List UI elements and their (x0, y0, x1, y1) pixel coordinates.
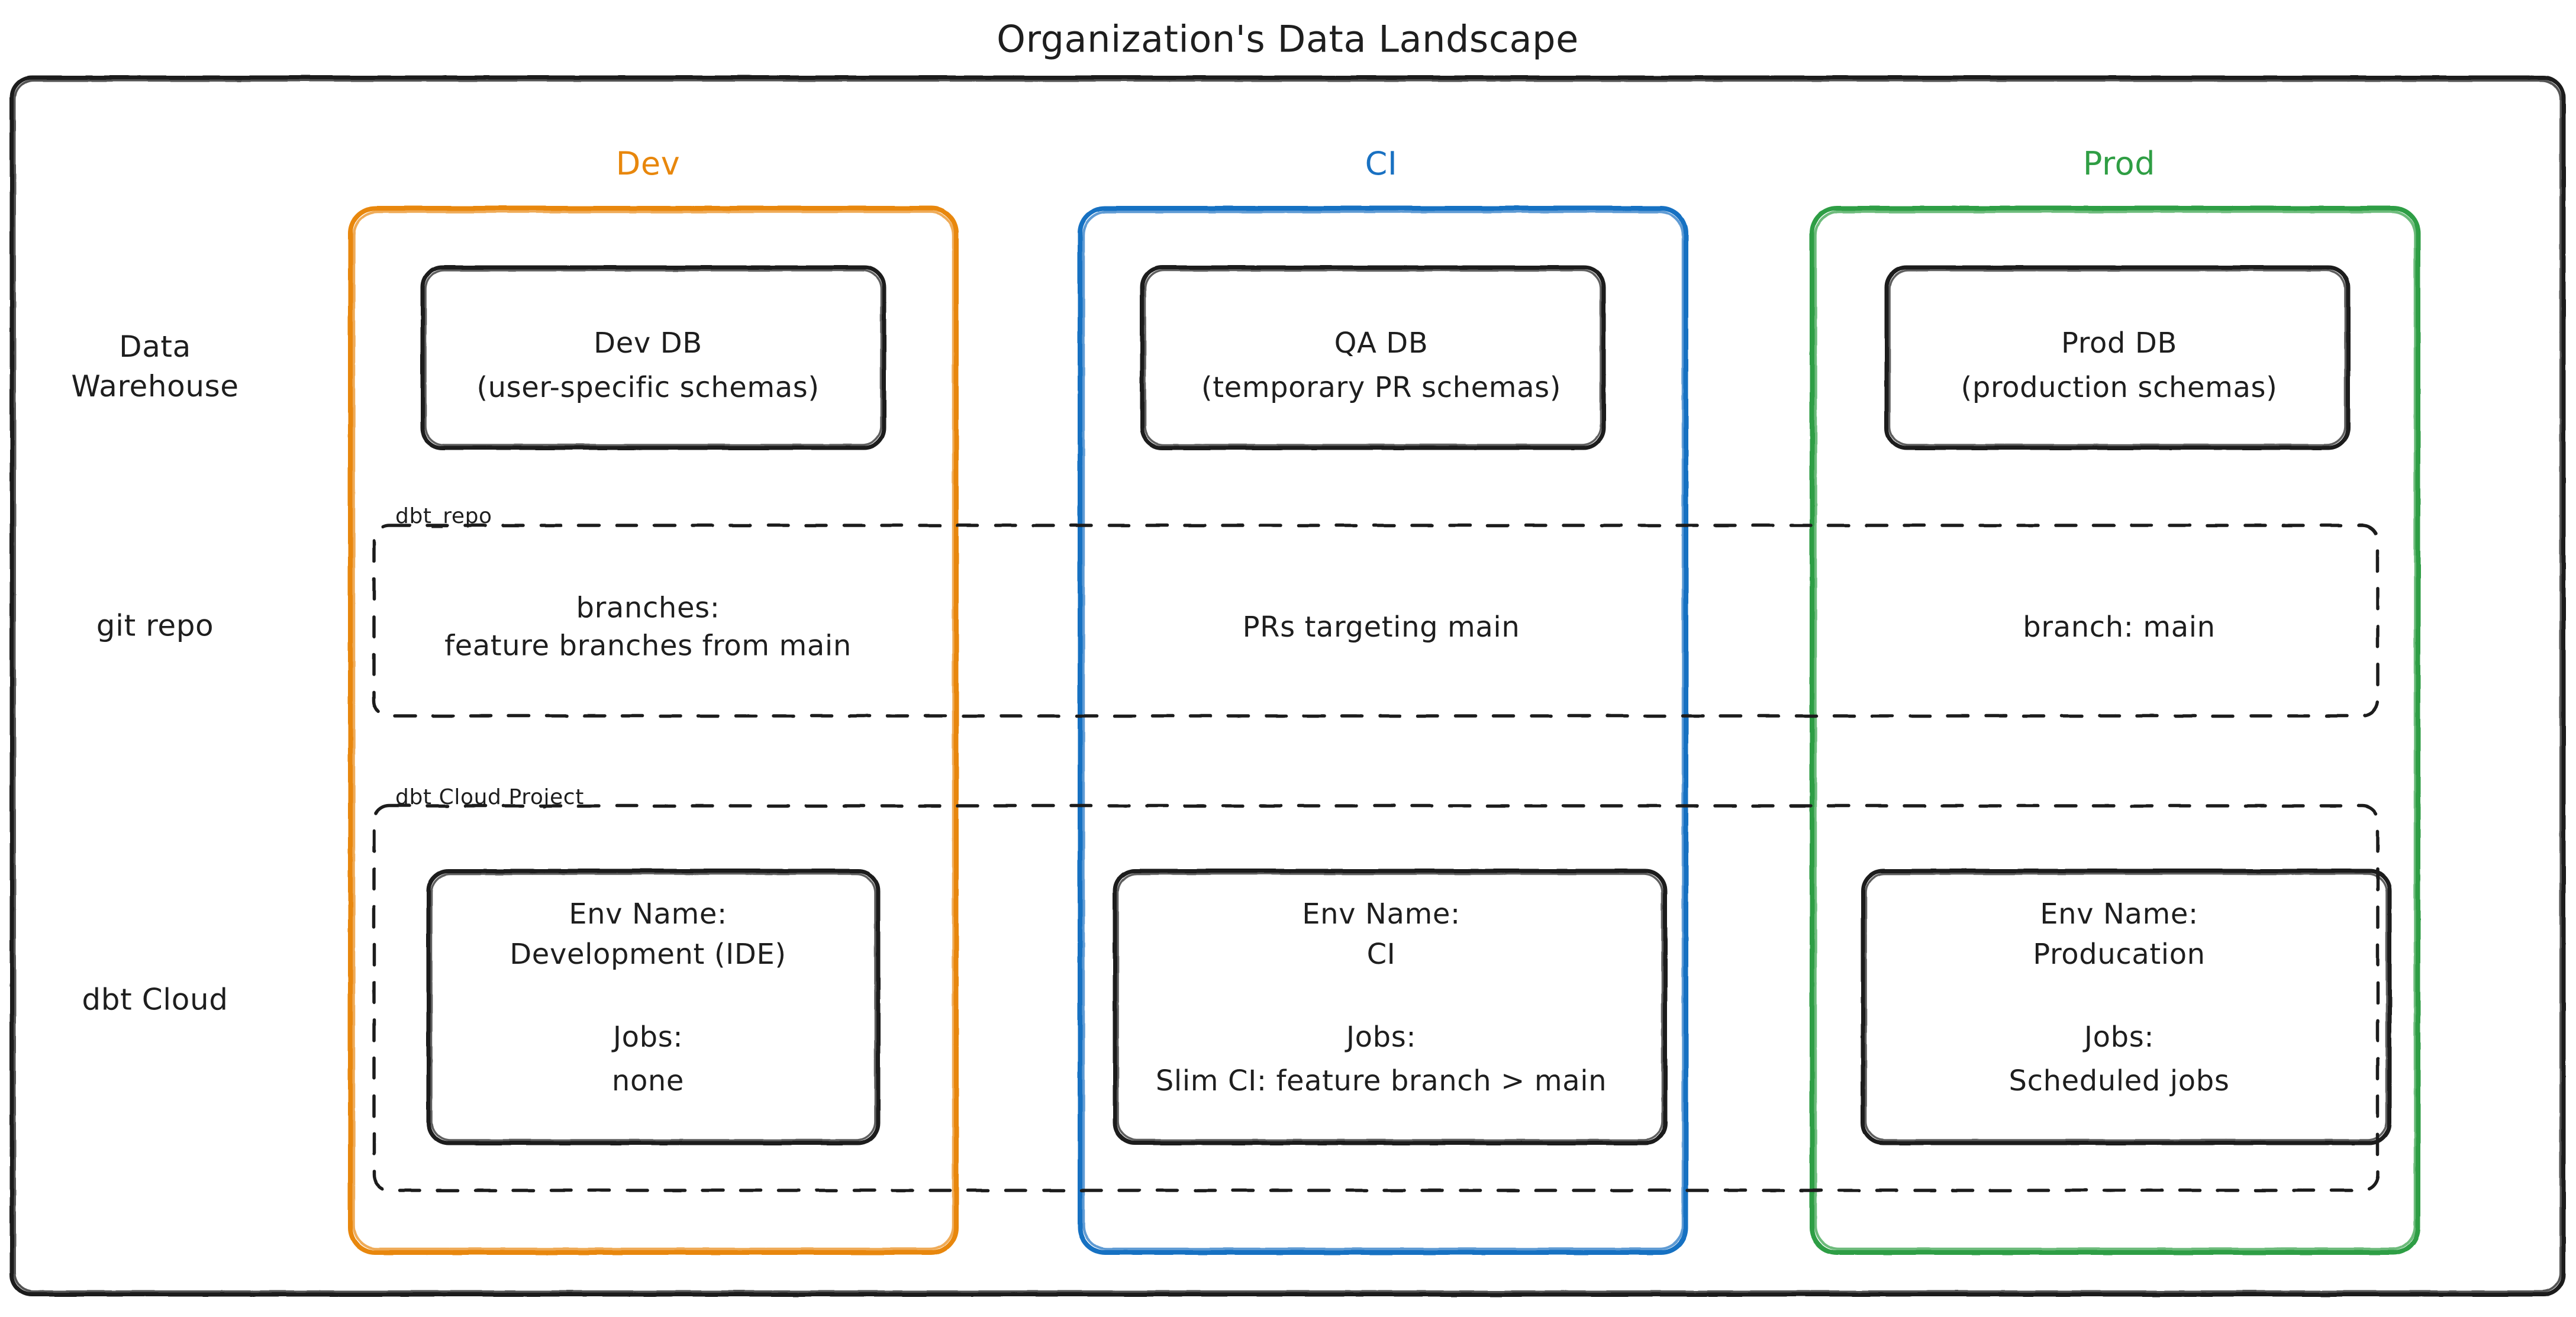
group-frame-git-repo (372, 524, 2380, 718)
card-frame-prod-db (1884, 265, 2351, 450)
card-frame-prod-env (1861, 869, 2392, 1145)
column-frame-ci (1078, 206, 1688, 1255)
outer-frame (9, 75, 2566, 1297)
group-frame-dbt-cloud-project (372, 804, 2380, 1192)
card-frame-dev-env (426, 869, 881, 1145)
column-frame-prod (1810, 206, 2420, 1255)
card-frame-dev-db (420, 265, 886, 450)
card-frame-qa-db (1140, 265, 1606, 450)
card-frame-ci-env (1113, 869, 1668, 1145)
column-frame-dev (348, 206, 959, 1255)
